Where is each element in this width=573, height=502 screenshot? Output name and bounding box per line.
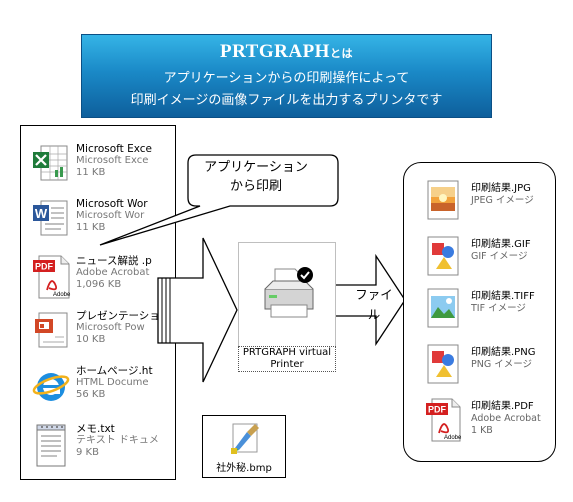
- jpeg-image-icon: [424, 179, 462, 221]
- banner-subtitle-line2: 印刷イメージの画像ファイルを出力するプリンタです: [130, 93, 443, 108]
- output-arrow: [334, 253, 406, 347]
- output-file-pdf[interactable]: PDF Adobe 印刷結果.PDF Adobe Acrobat 1 KB: [424, 397, 554, 445]
- source-file-powerpoint[interactable]: プレゼンテーショ Microsoft Pow 10 KB: [31, 309, 175, 359]
- word-icon: W: [31, 197, 71, 241]
- source-file-pdf[interactable]: PDF Adobe ニュース解説 .p Adobe Acrobat 1,096 …: [31, 254, 175, 304]
- svg-text:Adobe: Adobe: [53, 292, 71, 298]
- file-arrow-label: ファイ ル: [355, 287, 393, 322]
- source-file-html[interactable]: ホームページ.ht HTML Docume 56 KB: [31, 364, 175, 414]
- powerpoint-icon: [31, 309, 71, 353]
- paint-brush-icon: [231, 423, 259, 454]
- output-file-png[interactable]: 印刷結果.PNG PNG イメージ: [424, 343, 554, 391]
- svg-text:PDF: PDF: [428, 405, 447, 415]
- source-file-text[interactable]: メモ.txt テキスト ドキュメ 9 KB: [31, 422, 175, 472]
- printer-icon: [264, 267, 314, 318]
- pdf-icon: PDF Adobe: [424, 397, 462, 442]
- excel-icon: [31, 142, 71, 186]
- secret-bmp-file[interactable]: 社外秘.bmp: [202, 415, 286, 478]
- callout-bubble: [99, 154, 339, 246]
- tiff-image-icon: [424, 287, 462, 329]
- svg-text:PDF: PDF: [35, 262, 54, 272]
- output-file-tiff[interactable]: 印刷結果.TIFF TIF イメージ: [424, 287, 554, 335]
- secret-file-name: 社外秘.bmp: [216, 463, 272, 474]
- pdf-icon: PDF Adobe: [31, 254, 71, 299]
- callout-text: アプリケーション から印刷: [204, 160, 308, 194]
- output-file-gif[interactable]: 印刷結果.GIF GIF イメージ: [424, 235, 554, 283]
- source-file-word[interactable]: W Microsoft Wor Microsoft Wor 11 KB: [31, 197, 175, 247]
- svg-text:Adobe: Adobe: [444, 435, 462, 441]
- banner-title: PRTGRAPHとは: [220, 41, 353, 62]
- banner-subtitle-line1: アプリケーションからの印刷操作によって: [163, 71, 410, 86]
- output-file-list: 印刷結果.JPG JPEG イメージ 印刷結果.GIF GIF イメージ 印刷結…: [403, 162, 556, 462]
- printer-label: PRTGRAPH virtual Printer: [238, 346, 336, 372]
- gif-image-icon: [424, 235, 462, 277]
- source-file-excel[interactable]: Microsoft Exce Microsoft Exce 11 KB: [31, 142, 175, 192]
- source-file-list: Microsoft Exce Microsoft Exce 11 KB W Mi…: [20, 125, 176, 480]
- png-image-icon: [424, 343, 462, 385]
- svg-text:W: W: [35, 206, 48, 221]
- ie-icon: [31, 364, 71, 408]
- output-file-jpg[interactable]: 印刷結果.JPG JPEG イメージ: [424, 179, 554, 227]
- title-banner: PRTGRAPHとは アプリケーションからの印刷操作によって 印刷イメージの画像…: [81, 34, 492, 118]
- notepad-icon: [31, 422, 71, 467]
